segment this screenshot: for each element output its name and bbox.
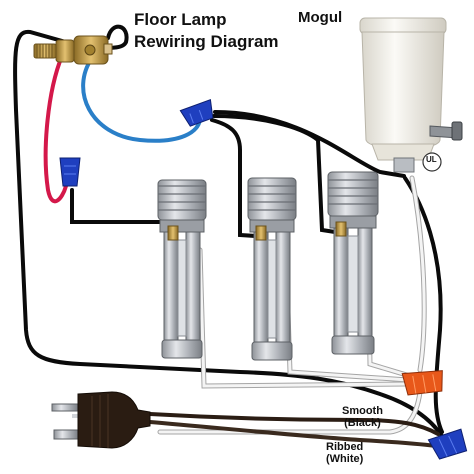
black-wire-to-mogul [213, 110, 406, 178]
black-wire-to-socket-2 [210, 118, 258, 238]
diagram-title-line2: Rewiring Diagram [134, 32, 279, 51]
red-wire [43, 54, 68, 204]
rotary-switch [33, 35, 113, 65]
smooth-wire-label-sub: (Black) [344, 416, 381, 429]
black-wire-main-loop [13, 24, 444, 438]
blue-wire [81, 56, 202, 143]
smooth-wire-label-main: Smooth [342, 405, 383, 417]
mogul-socket [359, 17, 463, 173]
candelabra-socket-2 [247, 177, 297, 361]
black-wire-mogul-down [403, 176, 444, 434]
diagram-title-line1: Floor Lamp [134, 10, 227, 29]
mogul-label: Mogul [298, 9, 343, 26]
wire-nut-blue-left [59, 157, 81, 187]
wire-nut-blue-top [179, 99, 214, 127]
polarized-plug [51, 391, 151, 449]
cord-smooth-black [148, 412, 440, 436]
wire-nut-orange [401, 370, 443, 396]
black-wire-to-socket-1 [70, 188, 174, 237]
candelabra-socket-3 [327, 171, 379, 355]
ribbed-wire-label: Ribbed (White) [326, 441, 364, 465]
smooth-wire-label: Smooth (Black) [342, 405, 383, 429]
candelabra-socket-1 [157, 179, 207, 359]
cord-ribbed-white [148, 420, 438, 448]
ribbed-wire-label-sub: (White) [326, 452, 364, 465]
ribbed-wire-label-main: Ribbed [326, 441, 364, 453]
ul-mark: UL [426, 155, 437, 164]
ul-logo-icon [422, 152, 442, 172]
wire-nut-blue-bottom [427, 428, 468, 460]
